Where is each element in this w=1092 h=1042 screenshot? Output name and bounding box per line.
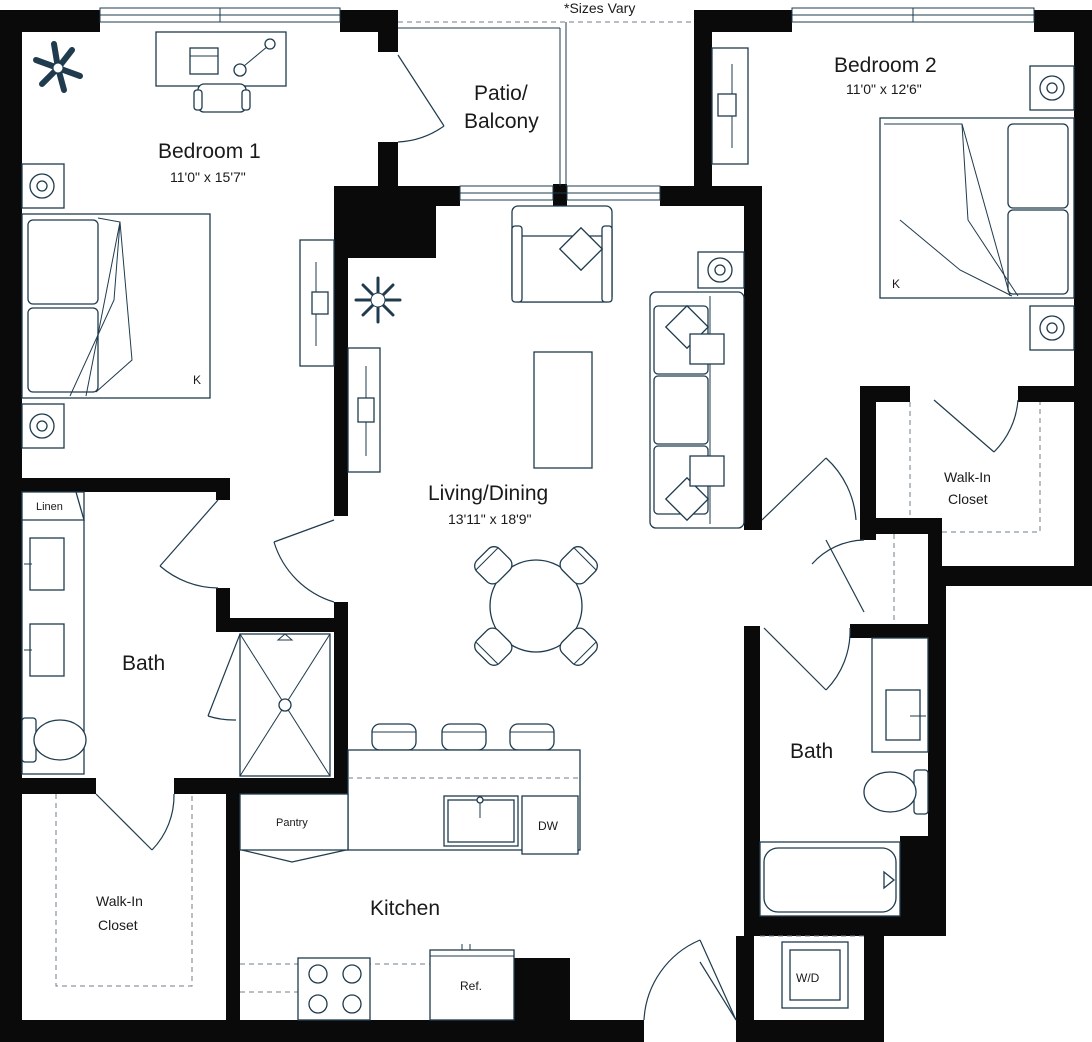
bed-size-label: K: [193, 373, 201, 387]
kitchen-label: Kitchen: [370, 897, 440, 920]
pantry: [239, 793, 349, 851]
closet-2-label: Walk-In: [944, 469, 991, 485]
bar-stool: [441, 723, 487, 751]
bedroom-2-label: Bedroom 2: [834, 54, 937, 77]
toilet-icon: [863, 769, 929, 815]
living-dining-label: Living/Dining: [428, 482, 548, 505]
bath-1: Linen: [21, 491, 331, 777]
toilet-icon: [21, 717, 87, 763]
bedroom-2: K: [711, 47, 1075, 351]
living-dining-dims: 13'11" x 18'9": [448, 511, 532, 527]
bar-stool: [509, 723, 555, 751]
bath-1-label: Bath: [122, 652, 165, 675]
windows: [99, 7, 1035, 201]
patio-label: Balcony: [464, 110, 539, 133]
bedroom-2-dims: 11'0" x 12'6": [846, 81, 922, 97]
dining-chair: [474, 546, 513, 585]
cushion: [558, 226, 604, 272]
tv-console: [347, 347, 381, 473]
sink: [885, 689, 921, 741]
walls: [0, 10, 1092, 1042]
labels: *Sizes Vary Bedroom 1 11'0" x 15'7" Pati…: [96, 0, 991, 933]
walk-in-closet-1: [55, 794, 193, 987]
burner: [342, 994, 362, 1014]
sizes-note: *Sizes Vary: [564, 0, 635, 16]
closet-1-label: Walk-In: [96, 893, 143, 909]
plant-icon: [33, 41, 83, 93]
ref-label: Ref.: [460, 979, 482, 993]
dishwasher: [521, 795, 579, 855]
dining-chair: [559, 627, 598, 666]
kitchen: DW Pantry Ref.: [239, 749, 581, 1021]
sink: [29, 623, 65, 677]
sink: [29, 537, 65, 591]
doors: [95, 54, 1019, 1021]
desk-lamp-icon: [233, 63, 247, 77]
refrigerator: [429, 949, 515, 1021]
dw-label: DW: [538, 819, 559, 833]
bath-2: W/D: [759, 637, 929, 1009]
patio-label: Patio/: [474, 82, 528, 105]
dining-chair: [559, 546, 598, 585]
pantry-label: Pantry: [276, 817, 308, 829]
plant-icon: [354, 276, 402, 324]
closet-1-label: Closet: [98, 917, 138, 933]
burner: [308, 994, 328, 1014]
linen-label: Linen: [36, 501, 63, 513]
walk-in-closet-2: [893, 402, 1041, 620]
bedroom-1: K: [21, 31, 335, 449]
living-dining: [347, 205, 745, 751]
burner: [308, 964, 328, 984]
chair: [197, 83, 247, 113]
cushion: [664, 476, 710, 522]
patio-outline: [398, 21, 694, 186]
bedroom-1-label: Bedroom 1: [158, 140, 261, 163]
burner: [342, 964, 362, 984]
bedroom-1-dims: 11'0" x 15'7": [170, 169, 246, 185]
coffee-table: [533, 351, 593, 469]
closet-2-label: Closet: [948, 491, 988, 507]
bar-stool: [371, 723, 417, 751]
bed-size-label: K: [892, 277, 900, 291]
stove: [297, 957, 371, 1021]
dining-chair: [474, 627, 513, 666]
wd-label: W/D: [796, 971, 820, 985]
desk: [155, 31, 287, 87]
bath-2-label: Bath: [790, 740, 833, 763]
dining-table: [489, 559, 583, 653]
